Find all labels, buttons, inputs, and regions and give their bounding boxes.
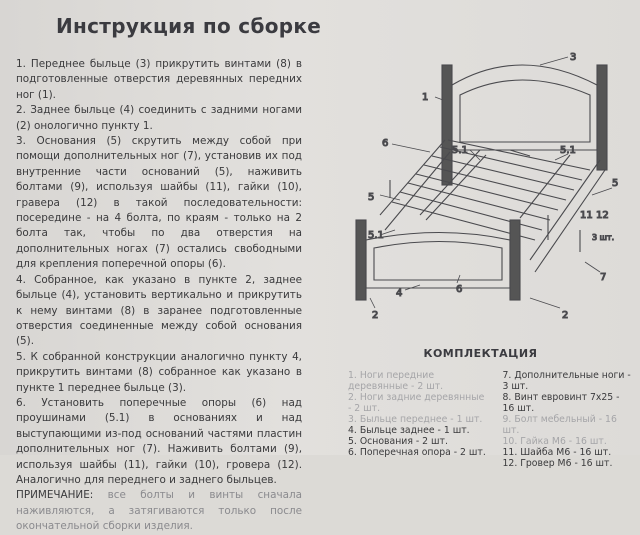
label-2: 2: [372, 310, 378, 321]
back-leg-right: [509, 219, 521, 301]
kit-item: 7. Дополнительные ноги - 3 шт.: [502, 370, 631, 392]
label-6: 6: [456, 284, 462, 295]
back-leg-left: [355, 219, 367, 301]
kit-item: 2. Ноги задние деревянные - 2 шт.: [348, 392, 485, 414]
front-leg-left: [441, 64, 453, 186]
step-3: 3. Основания (5) скрутить между собой пр…: [16, 135, 302, 271]
page-title: Инструкция по сборке: [56, 14, 322, 38]
step-2: 2. Заднее быльце (4) соединить с задними…: [16, 104, 302, 132]
kit-item: 1. Ноги передние деревянные - 2 шт.: [348, 370, 444, 392]
headboard-inner: [459, 79, 591, 143]
kit-left-column: 1. Ноги передние деревянные - 2 шт. 2. Н…: [348, 370, 491, 469]
kit-title: КОМПЛЕКТАЦИЯ: [423, 347, 538, 360]
leader-lines: [369, 56, 613, 309]
label-5-1: 5.1: [368, 230, 384, 241]
kit-right-column: 7. Дополнительные ноги - 3 шт. 8. Винт е…: [491, 370, 634, 469]
label-12: 12: [596, 210, 609, 221]
step-1: 1. Переднее быльце (3) прикрутить винтам…: [16, 58, 302, 101]
instructions-text: 1. Переднее быльце (3) прикрутить винтам…: [16, 57, 302, 535]
step-5: 5. К собранной конструкции аналогично пу…: [16, 350, 302, 394]
kit-item: 9. Болт мебельный - 16 шт.: [502, 414, 617, 436]
footboard-inner: [373, 240, 503, 281]
label-6: 6: [382, 138, 388, 149]
slats: [391, 139, 591, 241]
kit-item: 11. Шайба М6 - 16 шт.: [502, 447, 612, 458]
footboard: [365, 231, 511, 289]
side-rails: [379, 139, 606, 273]
label-4: 4: [396, 288, 402, 299]
kit-item: 4. Быльце заднее - 1 шт.: [348, 425, 470, 436]
kit-item: 3. Быльце переднее - 1 шт.: [348, 414, 483, 425]
headboard: [451, 64, 598, 151]
label-5-1: 5.1: [560, 145, 576, 156]
step-6: 6. Установить поперечные опоры (6) над п…: [16, 396, 302, 486]
label-3: 3: [570, 52, 576, 63]
label-2: 2: [562, 310, 568, 321]
note: ПРИМЕЧАНИЕ: все болты и винты сначала на…: [16, 488, 302, 534]
kit-item: 5. Основания - 2 шт.: [348, 436, 448, 447]
label-5: 5: [368, 192, 374, 203]
kit-item: 12. Гровер М6 - 16 шт.: [502, 458, 613, 469]
kit-item: 10. Гайка М6 - 16 шт.: [502, 436, 607, 447]
kit-item: 6. Поперечная опора - 2 шт.: [348, 447, 486, 458]
label-1: 1: [422, 92, 428, 103]
label-7: 7: [600, 272, 606, 283]
extra-legs: [389, 180, 581, 252]
label-11: 11: [580, 210, 593, 221]
label-5: 5: [612, 178, 618, 189]
cross-support: [419, 149, 571, 221]
note-label: ПРИМЕЧАНИЕ:: [16, 489, 94, 502]
front-leg-right: [596, 64, 608, 171]
bed-assembly-diagram: 3 1 6 5.1 5.1 5 5 5.1 11 12 3 шт. 7 6 4 …: [355, 51, 619, 322]
step-4: 4. Собранное, как указано в пункте 2, за…: [16, 273, 302, 348]
kit-contents: КОМПЛЕКТАЦИЯ 1. Ноги передние деревянные…: [348, 347, 633, 469]
kit-item: 8. Винт евровинт 7х25 - 16 шт.: [502, 392, 620, 414]
label-3-pcs: 3 шт.: [592, 233, 614, 242]
label-5-1: 5.1: [452, 145, 468, 156]
